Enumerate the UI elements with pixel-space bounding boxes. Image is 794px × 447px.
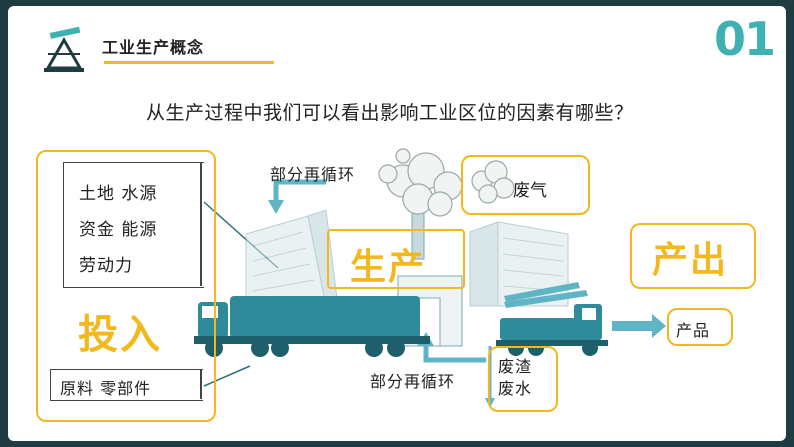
waste-box (488, 346, 558, 412)
factor-line-3: 劳动力 (79, 256, 133, 276)
waste-water-text: 废水 (498, 379, 533, 398)
output-arrow (612, 314, 666, 338)
slide-title: 工业生产概念 (102, 38, 205, 57)
recycle-label-bottom: 部分再循环 (370, 372, 456, 391)
slide: 工业生产概念 01 从生产过程中我们可以看出影响工业区位的因素有哪些？ 土地 水… (8, 6, 786, 441)
factors-box: 土地 水源 资金 能源 劳动力 (63, 162, 204, 288)
oil-pump-icon (42, 26, 84, 72)
input-label: 投入 (78, 312, 162, 358)
production-label: 生产 (350, 247, 427, 288)
gas-cloud (471, 160, 515, 204)
materials-bracket (200, 369, 202, 399)
output-box (630, 223, 756, 289)
production-box (327, 229, 465, 289)
pump-truck (496, 282, 608, 356)
input-panel (36, 150, 216, 422)
product-box (667, 308, 733, 346)
recycle-label-top: 部分再循环 (270, 165, 356, 184)
recycle-arrow-top (268, 179, 326, 214)
factor-line-1: 土地 水源 (79, 184, 158, 204)
product-text: 产品 (676, 321, 711, 340)
tanker-truck (194, 296, 430, 357)
connector-line-mid (203, 365, 251, 387)
materials-text: 原料 零部件 (60, 379, 152, 398)
title-underline (104, 61, 274, 64)
section-number: 01 (713, 12, 776, 66)
waste-gas-box (461, 155, 590, 215)
factors-bracket (200, 162, 202, 286)
question-text: 从生产过程中我们可以看出影响工业区位的因素有哪些？ (146, 102, 634, 124)
buildings (245, 209, 569, 307)
output-label: 产出 (652, 240, 729, 281)
waste-gas-text: 废气 (513, 181, 547, 201)
waste-text: 废渣 废水 (498, 356, 532, 400)
waste-slag-text: 废渣 (498, 357, 533, 376)
materials-box (50, 369, 203, 401)
factor-line-2: 资金 能源 (79, 220, 158, 240)
smoke-cloud (378, 148, 463, 217)
